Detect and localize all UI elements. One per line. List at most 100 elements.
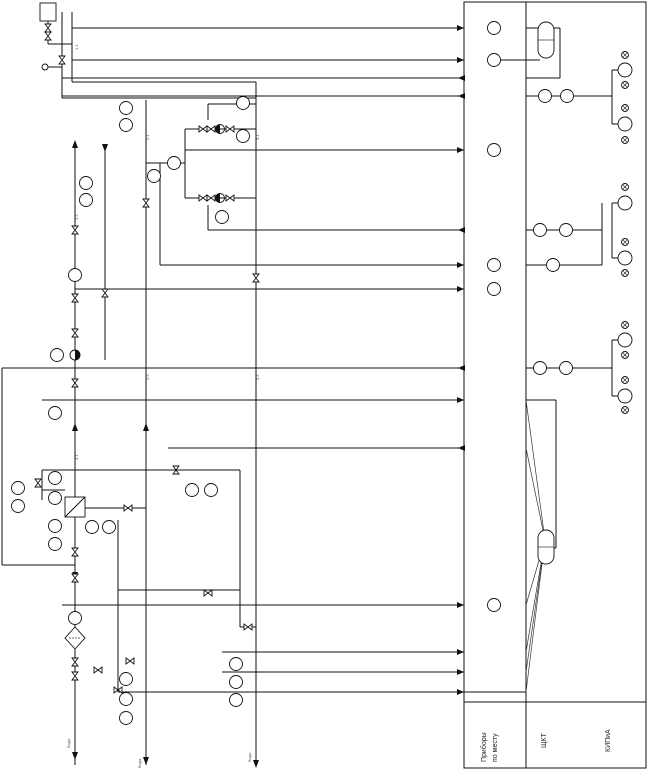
pipe-tag: 1.1 — [74, 44, 79, 50]
instrument-bubble — [11, 499, 25, 513]
indicator-cross — [622, 105, 628, 111]
instrument-bubble — [185, 483, 199, 497]
signal-lines — [2, 27, 464, 693]
instrument-bubble — [559, 223, 573, 237]
pipe-tag: 3.2 — [255, 374, 260, 380]
instrument-bubble — [119, 118, 133, 132]
indicator-icon — [617, 116, 633, 132]
valve-icon — [71, 657, 79, 667]
instrument-bubble — [119, 711, 133, 725]
pump — [69, 349, 81, 361]
inlet-labels: Вода Вода Вода — [66, 738, 252, 768]
indicator-cross — [622, 270, 628, 276]
indicator-cross — [622, 239, 628, 245]
valve-icon — [71, 378, 79, 388]
column-label-local-2: по месту — [492, 733, 499, 762]
valve-icon — [198, 125, 208, 133]
inlet-label: Вода — [137, 758, 142, 768]
instrument-bubble — [215, 210, 229, 224]
instrument-bubble — [487, 21, 501, 35]
indicator-cross — [622, 322, 628, 328]
column-label-local-line2: по месту — [492, 733, 499, 762]
instrument-bubble — [48, 491, 62, 505]
instrument-bubble — [229, 675, 243, 689]
valve-icon — [225, 125, 235, 133]
column-label-automation: КИПиА — [605, 729, 612, 752]
valve-icon — [71, 328, 79, 338]
instrument-bubble — [79, 176, 93, 190]
flow-arrows — [72, 140, 259, 768]
panel-arrows — [457, 25, 465, 695]
valve-icon — [125, 657, 135, 665]
valve-icon — [44, 23, 52, 33]
valve-icon — [206, 194, 216, 202]
instrument-bubble — [559, 361, 573, 375]
instrument-bubble — [11, 481, 25, 495]
instrument-bubble — [236, 96, 250, 110]
valve-icon — [172, 465, 180, 475]
instrument-bubble — [68, 268, 82, 282]
valve-icon — [44, 31, 52, 41]
valve-icon — [142, 198, 150, 208]
instrument-bubble — [229, 693, 243, 707]
indicator-cross — [622, 184, 628, 190]
instrument-bubble — [229, 657, 243, 671]
pipe-tag: 3.1 — [255, 134, 260, 140]
column-label-control-room: ЩКТ — [541, 732, 548, 748]
indicator-icon — [617, 195, 633, 211]
valve-icon — [58, 55, 66, 65]
valve-icon — [206, 125, 216, 133]
valve-icon — [71, 293, 79, 303]
valve-icon — [34, 478, 42, 488]
instrument-bubble — [48, 537, 62, 551]
instrument-bubble — [204, 483, 218, 497]
pipe-tag: 2.2 — [145, 374, 150, 380]
instrument-bubble — [487, 258, 501, 272]
valve-icon — [203, 589, 213, 597]
inlet-label: Вода — [66, 738, 71, 748]
valve-icon — [252, 273, 260, 283]
indicator-cross — [622, 377, 628, 383]
instrument-bubble — [147, 169, 161, 183]
instrument-bubble — [538, 89, 552, 103]
instrument-bubble — [79, 193, 93, 207]
pipe-tag: 2.1 — [145, 134, 150, 140]
filter — [64, 626, 86, 650]
column-label-local-line1: Приборы — [480, 732, 488, 762]
pipe-tag: 4.1 — [74, 454, 79, 460]
instrument-bubble — [119, 101, 133, 115]
instrument-bubble — [487, 53, 501, 67]
indicator-cross — [622, 52, 628, 58]
instrument-bubble — [167, 156, 181, 170]
instrument-bubble — [560, 89, 574, 103]
valve-icon — [198, 194, 208, 202]
indicator-icon — [617, 388, 633, 404]
pipe-tag: 1.2 — [74, 214, 79, 220]
instrument-bubble — [546, 258, 560, 272]
indicator-icon — [617, 332, 633, 348]
valve-icon — [243, 623, 253, 631]
instrument-bubble — [119, 672, 133, 686]
instrument-bubble — [50, 348, 64, 362]
valve-icon — [71, 547, 79, 557]
instrument-bubble — [533, 223, 547, 237]
tank — [39, 2, 72, 71]
valve-icon — [71, 573, 79, 583]
indicators — [617, 51, 633, 414]
instrument-bubbles — [11, 21, 574, 725]
instrument-bubble — [68, 611, 82, 625]
pipe-tags: 1.1 2.1 3.1 1.2 2.2 3.2 4.1 — [74, 44, 260, 460]
instrument-bubble — [487, 598, 501, 612]
recorders — [537, 21, 555, 565]
valve-icon — [93, 666, 103, 674]
instrument-bubble — [48, 471, 62, 485]
instrument-bubble — [487, 143, 501, 157]
instrument-bubble — [48, 519, 62, 533]
indicator-cross — [622, 407, 628, 413]
instrument-bubble — [102, 520, 116, 534]
valve-icon — [113, 686, 123, 694]
valve-icon — [71, 671, 79, 681]
instrument-bubble — [119, 692, 133, 706]
valve-icon — [101, 288, 109, 298]
